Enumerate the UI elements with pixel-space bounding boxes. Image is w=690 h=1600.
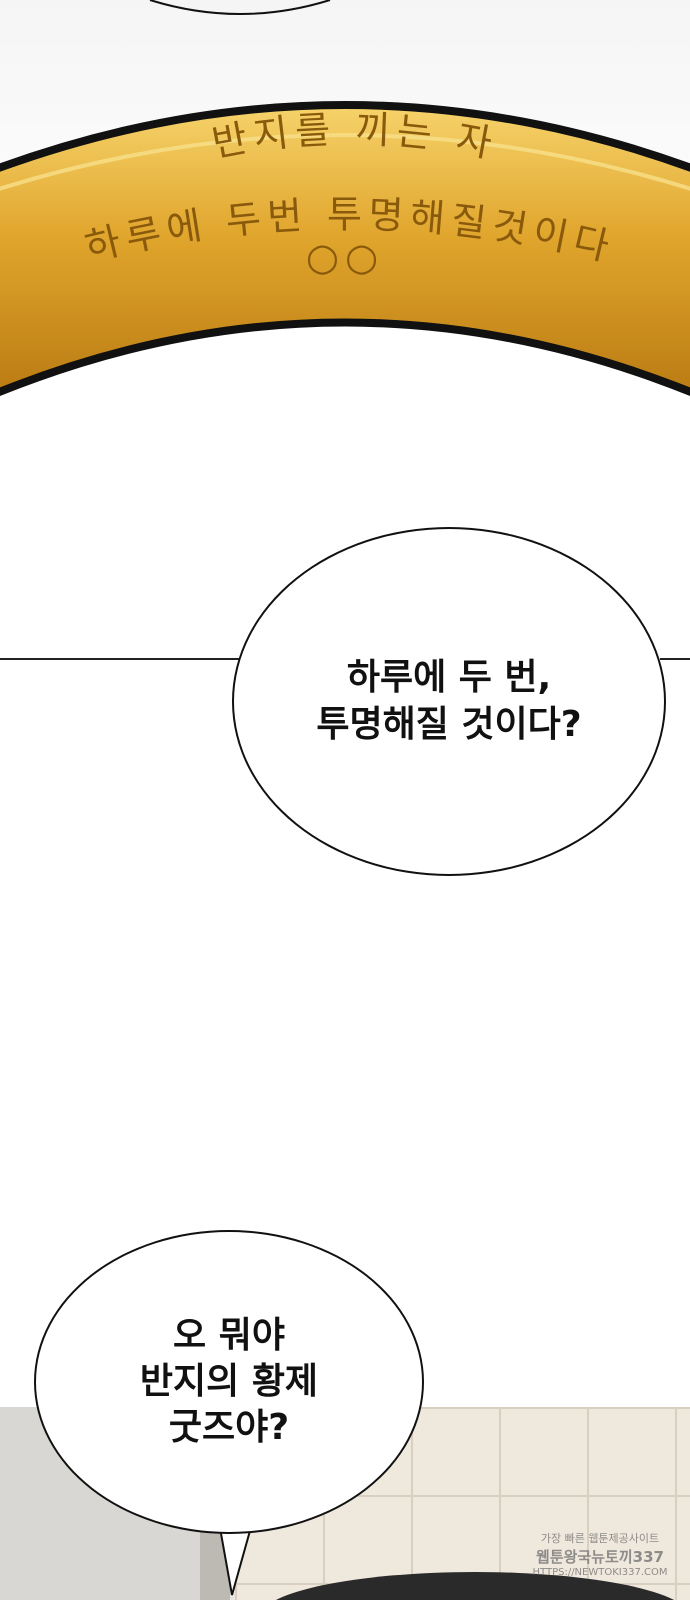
speech-bubble-1: 하루에 두 번, 투명해질 것이다?	[232, 527, 666, 876]
bubble-2-line-1: 오 뭐야	[173, 1314, 285, 1356]
watermark-line-2: 웹툰왕국뉴토끼337	[536, 1548, 664, 1566]
ring-engraving-circles: ○○	[306, 235, 384, 279]
speech-bubble-2: 오 뭐야 반지의 황제 굿즈야?	[34, 1230, 424, 1534]
bubble-1-line-1: 하루에 두 번,	[346, 657, 552, 699]
panel-divider-right	[660, 658, 690, 660]
door-frame	[200, 1527, 230, 1600]
bubble-1-line-2: 투명해질 것이다?	[316, 703, 582, 745]
ring-band	[0, 101, 690, 397]
site-watermark: 가장 빠른 웹툰제공사이트 웹툰왕국뉴토끼337 HTTPS://NEWTOKI…	[510, 1300, 690, 1578]
watermark-line-3: HTTPS://NEWTOKI337.COM	[532, 1567, 668, 1578]
top-curve-line	[149, 0, 331, 15]
bubble-2-line-3: 굿즈야?	[168, 1407, 290, 1449]
ring-panel: 반지를 끼는 자 하루에 두번 투명해질것이다 ○○	[0, 0, 690, 470]
watermark-line-1: 가장 빠른 웹툰제공사이트	[540, 1532, 660, 1545]
bubble-2-line-2: 반지의 황제	[139, 1360, 319, 1402]
gold-ring-illustration: 반지를 끼는 자 하루에 두번 투명해질것이다 ○○	[0, 0, 690, 397]
panel-divider-left	[0, 658, 240, 660]
